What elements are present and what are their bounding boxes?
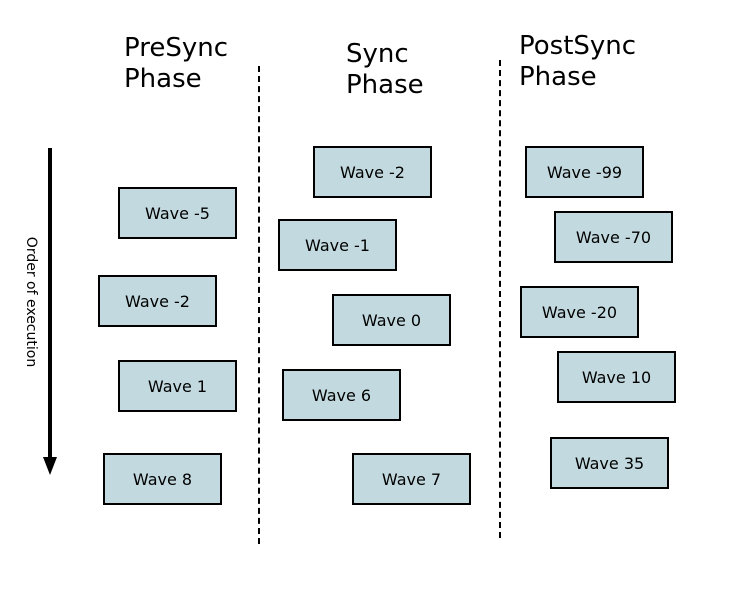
phase-divider-presync-sync [258, 66, 260, 544]
phase-divider-sync-postsync [499, 60, 501, 538]
postsync-wave-box: Wave 10 [557, 351, 676, 403]
presync-wave-box: Wave 1 [118, 360, 237, 412]
presync-wave-box: Wave -5 [118, 187, 237, 239]
execution-order-arrow-icon [43, 148, 57, 475]
sync-wave-box: Wave -1 [278, 219, 397, 271]
postsync-wave-box: Wave -70 [554, 211, 673, 263]
postsync-wave-box: Wave -99 [525, 146, 644, 198]
sync-wave-box: Wave 0 [332, 294, 451, 346]
execution-order-label: Order of execution [23, 236, 39, 368]
sync-wave-box: Wave 7 [352, 453, 471, 505]
postsync-phase-title: PostSync Phase [519, 31, 637, 92]
postsync-wave-box: Wave -20 [520, 286, 639, 338]
postsync-wave-box: Wave 35 [550, 437, 669, 489]
sync-wave-box: Wave 6 [282, 369, 401, 421]
presync-phase-title: PreSync Phase [124, 33, 228, 94]
presync-wave-box: Wave 8 [103, 453, 222, 505]
presync-wave-box: Wave -2 [98, 275, 217, 327]
sync-phase-title: Sync Phase [346, 39, 424, 100]
sync-wave-box: Wave -2 [313, 146, 432, 198]
